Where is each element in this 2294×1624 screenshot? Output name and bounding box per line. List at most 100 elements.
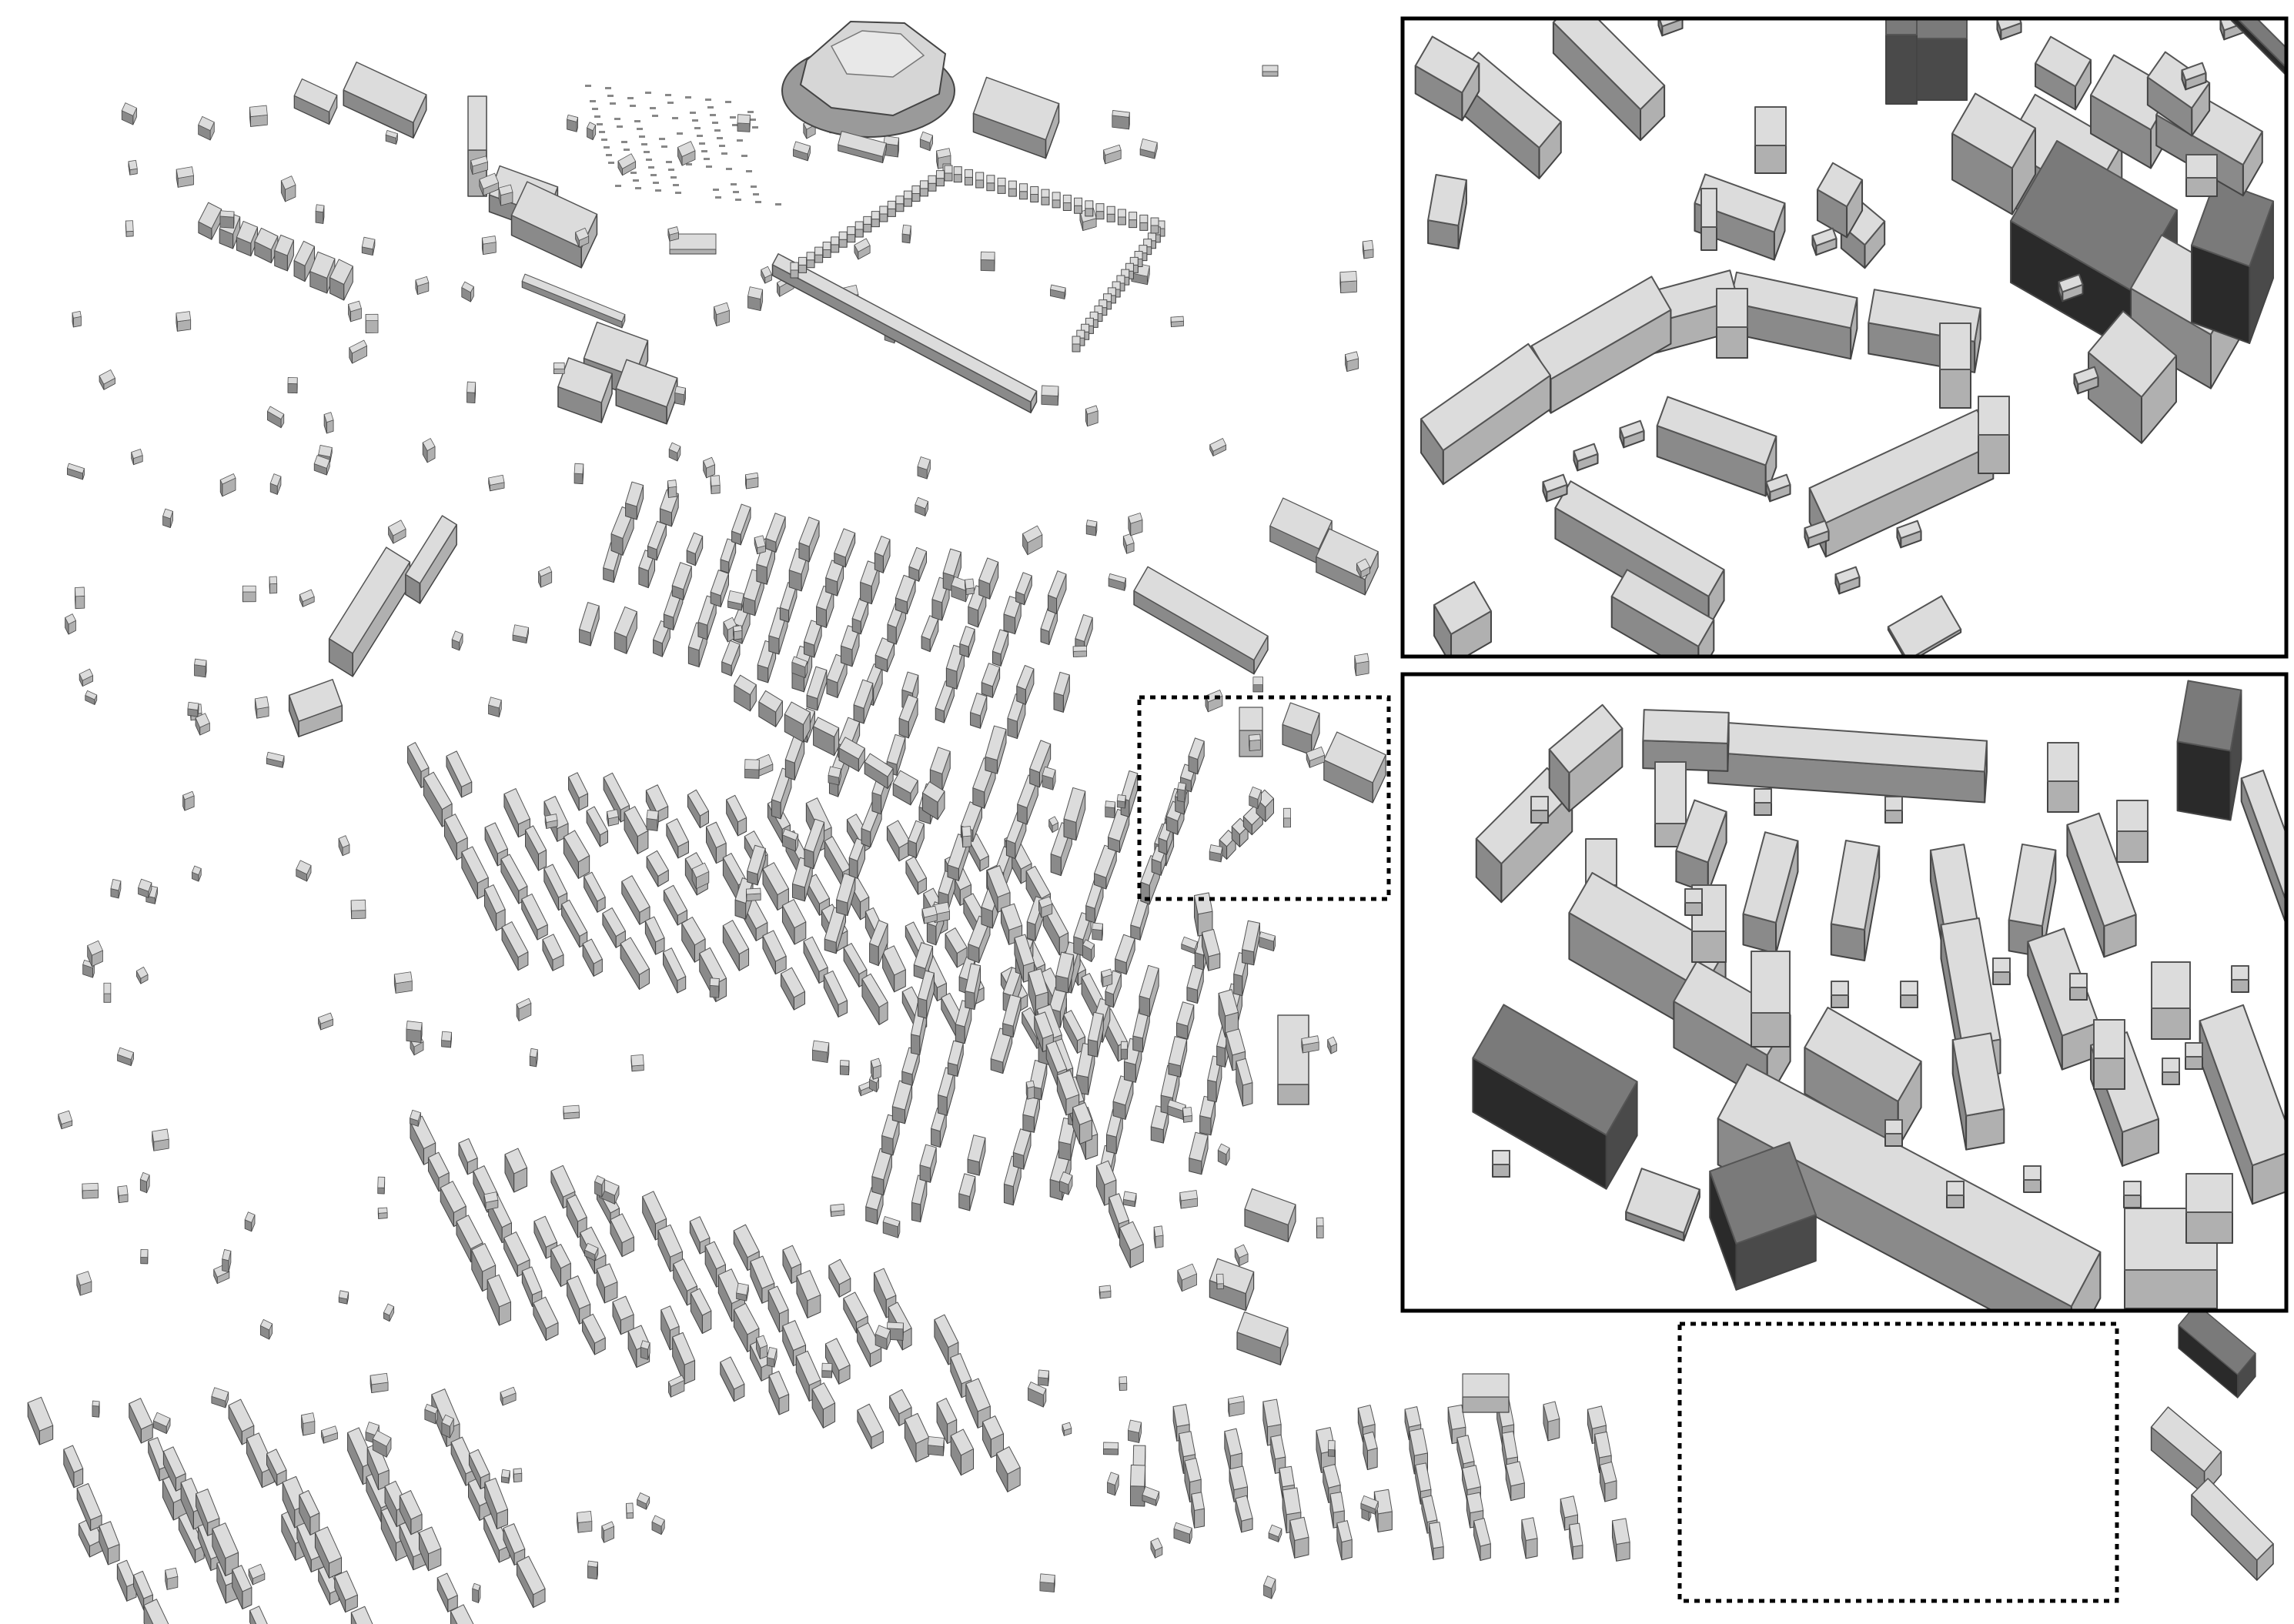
building	[165, 1567, 179, 1590]
building	[853, 679, 874, 724]
building	[483, 1512, 510, 1563]
building	[1373, 1489, 1393, 1532]
building	[1884, 1119, 1903, 1147]
building	[287, 376, 298, 394]
building	[350, 899, 366, 920]
building	[1328, 1440, 1336, 1457]
building	[1205, 690, 1223, 713]
building	[870, 1058, 881, 1080]
building	[242, 585, 256, 603]
building	[931, 1108, 947, 1148]
building	[825, 560, 844, 596]
building	[908, 546, 928, 582]
parking-lots	[585, 85, 781, 206]
building	[720, 1356, 745, 1402]
building	[620, 937, 650, 990]
building	[687, 789, 709, 829]
building	[318, 1012, 333, 1031]
building	[1235, 1495, 1253, 1533]
building	[582, 1313, 606, 1355]
building	[349, 339, 367, 364]
building	[950, 1352, 972, 1398]
building	[1116, 794, 1126, 809]
building	[1754, 788, 1772, 816]
building	[406, 1021, 423, 1043]
building	[917, 456, 931, 480]
building	[950, 1429, 975, 1476]
building	[1139, 214, 1149, 231]
building	[2023, 1165, 2042, 1193]
building	[874, 1325, 891, 1350]
building	[1055, 951, 1075, 994]
building	[603, 542, 622, 583]
building	[663, 947, 687, 994]
building	[1129, 1464, 1146, 1507]
building	[864, 753, 894, 790]
building	[236, 220, 259, 257]
building	[152, 1412, 171, 1435]
building	[1150, 217, 1159, 234]
building	[1282, 807, 1291, 828]
building	[500, 1386, 517, 1406]
building	[1236, 1311, 1289, 1366]
building	[1946, 1181, 1965, 1208]
building	[667, 226, 679, 242]
building	[1016, 665, 1035, 705]
building	[1059, 1171, 1073, 1195]
building	[2058, 273, 2084, 302]
building	[756, 538, 775, 585]
building	[1085, 200, 1094, 217]
building	[804, 818, 825, 870]
building	[1816, 162, 1864, 239]
building	[194, 658, 207, 678]
building	[1139, 139, 1158, 159]
building	[936, 1398, 958, 1445]
building	[1153, 1225, 1164, 1248]
building	[1656, 396, 1777, 497]
building	[1244, 1188, 1296, 1243]
building	[1900, 981, 1918, 1008]
building	[722, 920, 750, 971]
building	[953, 166, 962, 183]
building	[222, 1249, 232, 1273]
building	[767, 1285, 789, 1333]
inset-bottom-buildings	[1472, 680, 2286, 1311]
building	[828, 1258, 851, 1298]
building	[544, 814, 558, 829]
building	[483, 1191, 499, 1211]
building	[1216, 1273, 1224, 1290]
building	[1362, 239, 1374, 259]
building	[720, 538, 737, 574]
building	[66, 463, 85, 480]
building	[470, 155, 488, 175]
building	[975, 172, 985, 189]
building	[75, 586, 85, 610]
building	[921, 781, 945, 820]
building	[1429, 1522, 1444, 1560]
building	[1130, 897, 1149, 941]
building	[1074, 197, 1083, 214]
building	[1530, 796, 1549, 824]
building	[582, 938, 603, 977]
square-courtyard	[771, 76, 1165, 414]
building	[919, 131, 934, 152]
building	[1249, 786, 1262, 809]
building	[1120, 770, 1139, 817]
building	[836, 873, 856, 917]
building	[879, 206, 888, 222]
building	[706, 821, 727, 864]
building	[219, 210, 235, 229]
building	[743, 569, 764, 617]
building	[1236, 1058, 1253, 1107]
building	[249, 1606, 268, 1624]
building	[1158, 822, 1173, 855]
building	[610, 1213, 634, 1258]
building	[1619, 419, 1645, 449]
building	[1691, 884, 1727, 963]
building	[1268, 1524, 1282, 1542]
building	[1007, 693, 1026, 740]
building	[1242, 920, 1260, 966]
building	[1034, 1011, 1054, 1053]
building	[2069, 973, 2088, 1001]
building	[99, 369, 115, 390]
